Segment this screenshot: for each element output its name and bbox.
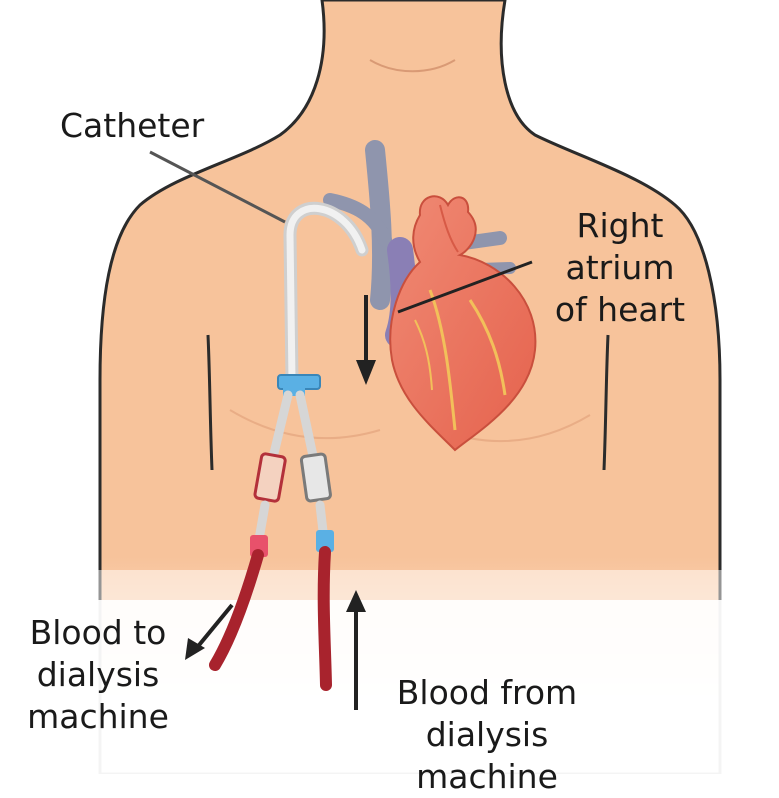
blood-from-label-line-1: Blood from xyxy=(392,672,582,714)
right-atrium-label-line-1: Right xyxy=(520,205,720,247)
blood-to-label-line-1: Blood to xyxy=(8,612,188,654)
blood-to-label-line-3: machine xyxy=(8,696,188,738)
catheter-label: Catheter xyxy=(60,105,204,147)
blood-from-label-line-3: machine xyxy=(392,756,582,798)
blood-from-label-line-2: dialysis xyxy=(392,714,582,756)
right-atrium-label: Right atrium of heart xyxy=(520,205,720,331)
right-atrium-label-line-3: of heart xyxy=(520,289,720,331)
blood-to-dialysis-label: Blood to dialysis machine xyxy=(8,612,188,738)
blood-to-label-line-2: dialysis xyxy=(8,654,188,696)
right-atrium-label-line-2: atrium xyxy=(520,247,720,289)
blood-from-dialysis-label: Blood from dialysis machine xyxy=(392,672,582,798)
